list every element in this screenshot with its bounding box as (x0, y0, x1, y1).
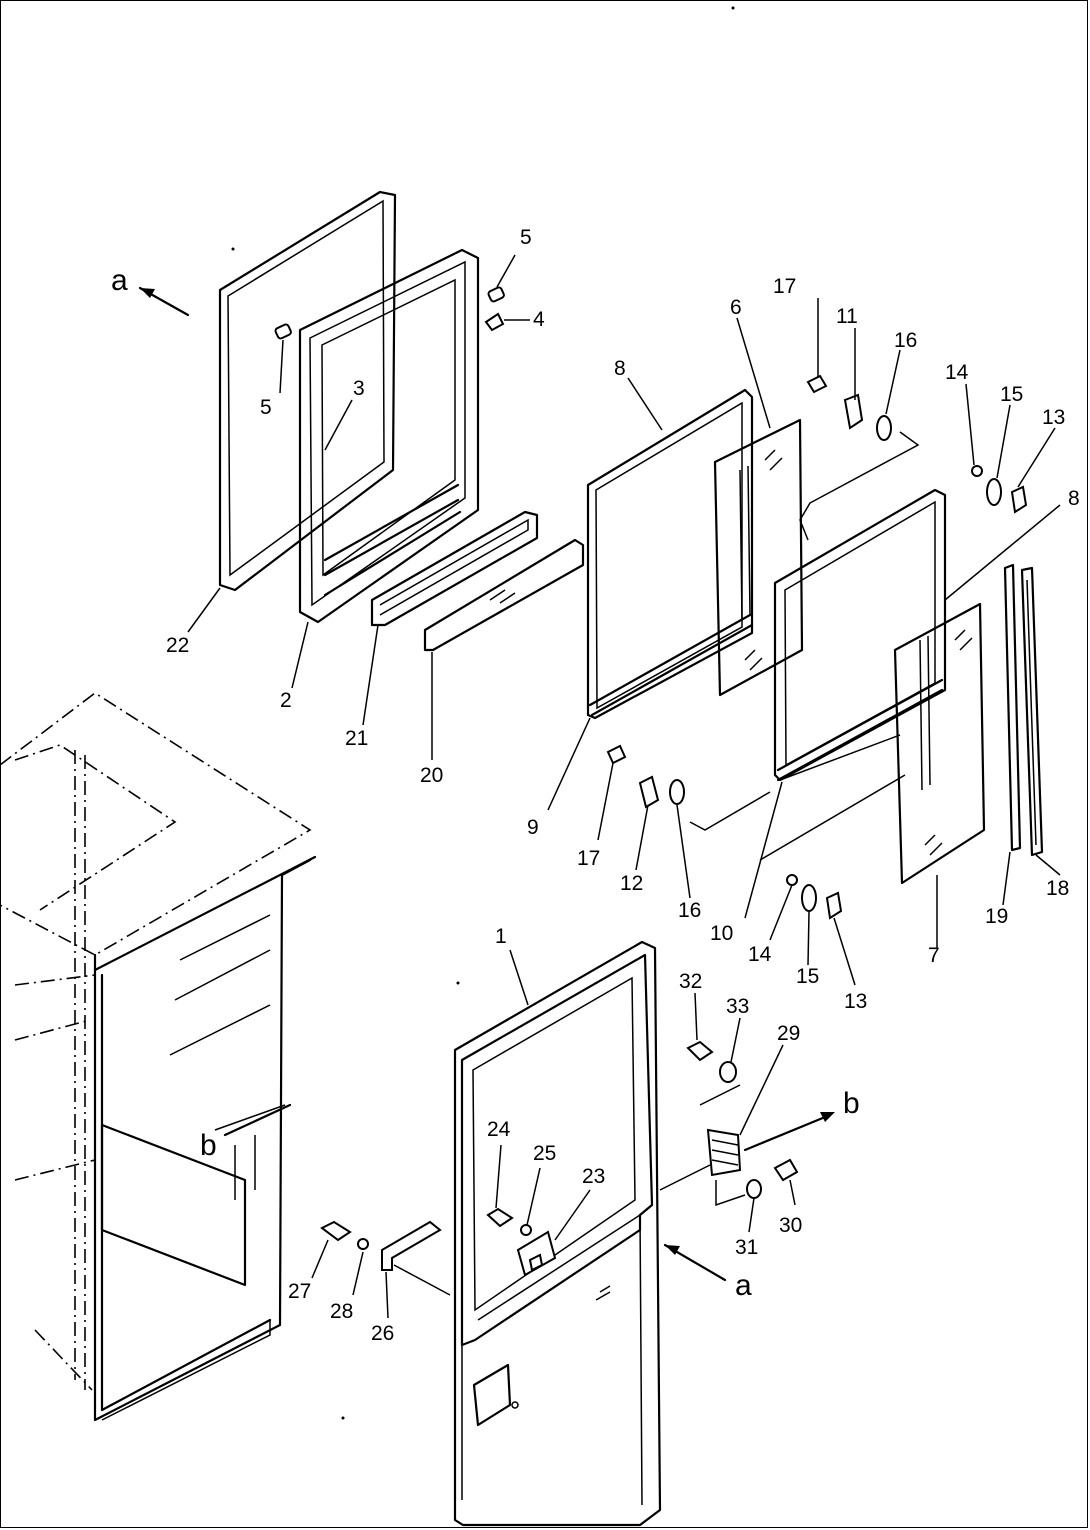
label-1: 1 (495, 925, 507, 948)
label-15-upper: 15 (1000, 383, 1023, 406)
label-14-upper: 14 (945, 361, 969, 384)
bolt-27 (320, 1220, 352, 1242)
part-labels: 5 4 5 3 22 2 21 20 6 8 8 9 7 10 19 18 17… (111, 226, 1080, 1345)
washer-16-upper (876, 415, 892, 441)
catch-12 (638, 775, 660, 809)
label-29: 29 (777, 1022, 800, 1045)
label-30: 30 (779, 1214, 802, 1237)
view-label-a-bottom: a (735, 1269, 752, 1302)
washer-28 (357, 1238, 369, 1250)
washer-33 (719, 1061, 737, 1083)
label-11: 11 (836, 305, 858, 328)
door-hardware (320, 1040, 799, 1296)
label-5-right: 5 (520, 226, 532, 249)
label-8-right: 8 (1068, 487, 1080, 510)
door-panel-1 (453, 940, 662, 1527)
label-2: 2 (280, 689, 292, 712)
sliding-glass-6 (713, 418, 804, 697)
label-16-upper: 16 (894, 329, 917, 352)
washer-15-upper (986, 478, 1002, 506)
stray-marks (231, 6, 735, 1420)
label-8-left: 8 (614, 357, 626, 380)
leader-lines (187, 254, 1061, 1319)
label-5-left: 5 (260, 396, 272, 419)
label-26: 26 (371, 1322, 394, 1345)
label-27: 27 (288, 1280, 311, 1303)
washer-16-lower (669, 779, 685, 805)
cab-body (0, 692, 317, 1422)
label-13-lower: 13 (844, 990, 867, 1013)
small-parts-upper (274, 286, 530, 340)
label-7: 7 (928, 944, 940, 967)
window-rail-frame-8-right (773, 488, 947, 782)
view-label-b-left: b (200, 1129, 217, 1162)
label-13-upper: 13 (1042, 406, 1065, 429)
lower-glass-frame-21 (370, 510, 539, 627)
window-seal-22 (218, 190, 397, 592)
seal-strip-18 (1020, 566, 1044, 857)
label-18: 18 (1046, 877, 1069, 900)
label-10: 10 (710, 922, 733, 945)
label-28: 28 (330, 1300, 353, 1323)
label-14-lower: 14 (748, 943, 772, 966)
label-17-lower: 17 (577, 847, 600, 870)
cap-13-upper (1010, 485, 1028, 514)
washer-15-lower (801, 884, 817, 912)
label-33: 33 (726, 995, 749, 1018)
washer-31 (746, 1179, 762, 1199)
label-22: 22 (166, 634, 189, 657)
label-21: 21 (345, 727, 368, 750)
handle-26 (381, 1220, 442, 1271)
label-32: 32 (679, 970, 702, 993)
washer-25 (520, 1224, 532, 1236)
latch-11 (843, 393, 864, 430)
catch-4 (484, 312, 505, 332)
window-rail-10 (759, 734, 906, 861)
nut-14-upper (971, 465, 983, 477)
stopper-5-left (274, 323, 292, 340)
stopper-5-right (487, 286, 505, 303)
label-6: 6 (730, 296, 742, 319)
label-15-lower: 15 (796, 965, 819, 988)
sliding-glass-7 (893, 602, 986, 885)
window-frame-2 (298, 248, 480, 624)
label-20: 20 (420, 764, 443, 787)
lock-23 (516, 1230, 557, 1277)
label-17-upper: 17 (773, 275, 796, 298)
view-label-a-top: a (111, 264, 128, 297)
label-12: 12 (620, 872, 643, 895)
seal-strip-19 (1003, 563, 1022, 852)
cap-13-lower (825, 891, 843, 920)
label-24: 24 (487, 1118, 511, 1141)
label-19: 19 (985, 905, 1008, 928)
bolt-24 (486, 1207, 514, 1228)
small-parts-window (606, 374, 1028, 920)
label-23: 23 (582, 1165, 605, 1188)
label-31: 31 (735, 1236, 758, 1259)
label-25: 25 (533, 1142, 556, 1165)
nut-14-lower (786, 874, 798, 886)
view-arrows (138, 286, 835, 1282)
bolt-17-upper (806, 374, 828, 394)
bolt-32 (686, 1040, 714, 1062)
door-lock-recess (472, 1363, 512, 1427)
label-4: 4 (533, 308, 545, 331)
label-9: 9 (527, 816, 539, 839)
label-3: 3 (353, 377, 365, 400)
bolt-30 (773, 1158, 799, 1182)
view-label-b-right: b (843, 1087, 860, 1120)
bolt-17-lower (606, 744, 627, 765)
window-rail-frame-8-left (586, 388, 754, 720)
lower-glass-20 (423, 538, 585, 652)
label-16-lower: 16 (678, 899, 701, 922)
